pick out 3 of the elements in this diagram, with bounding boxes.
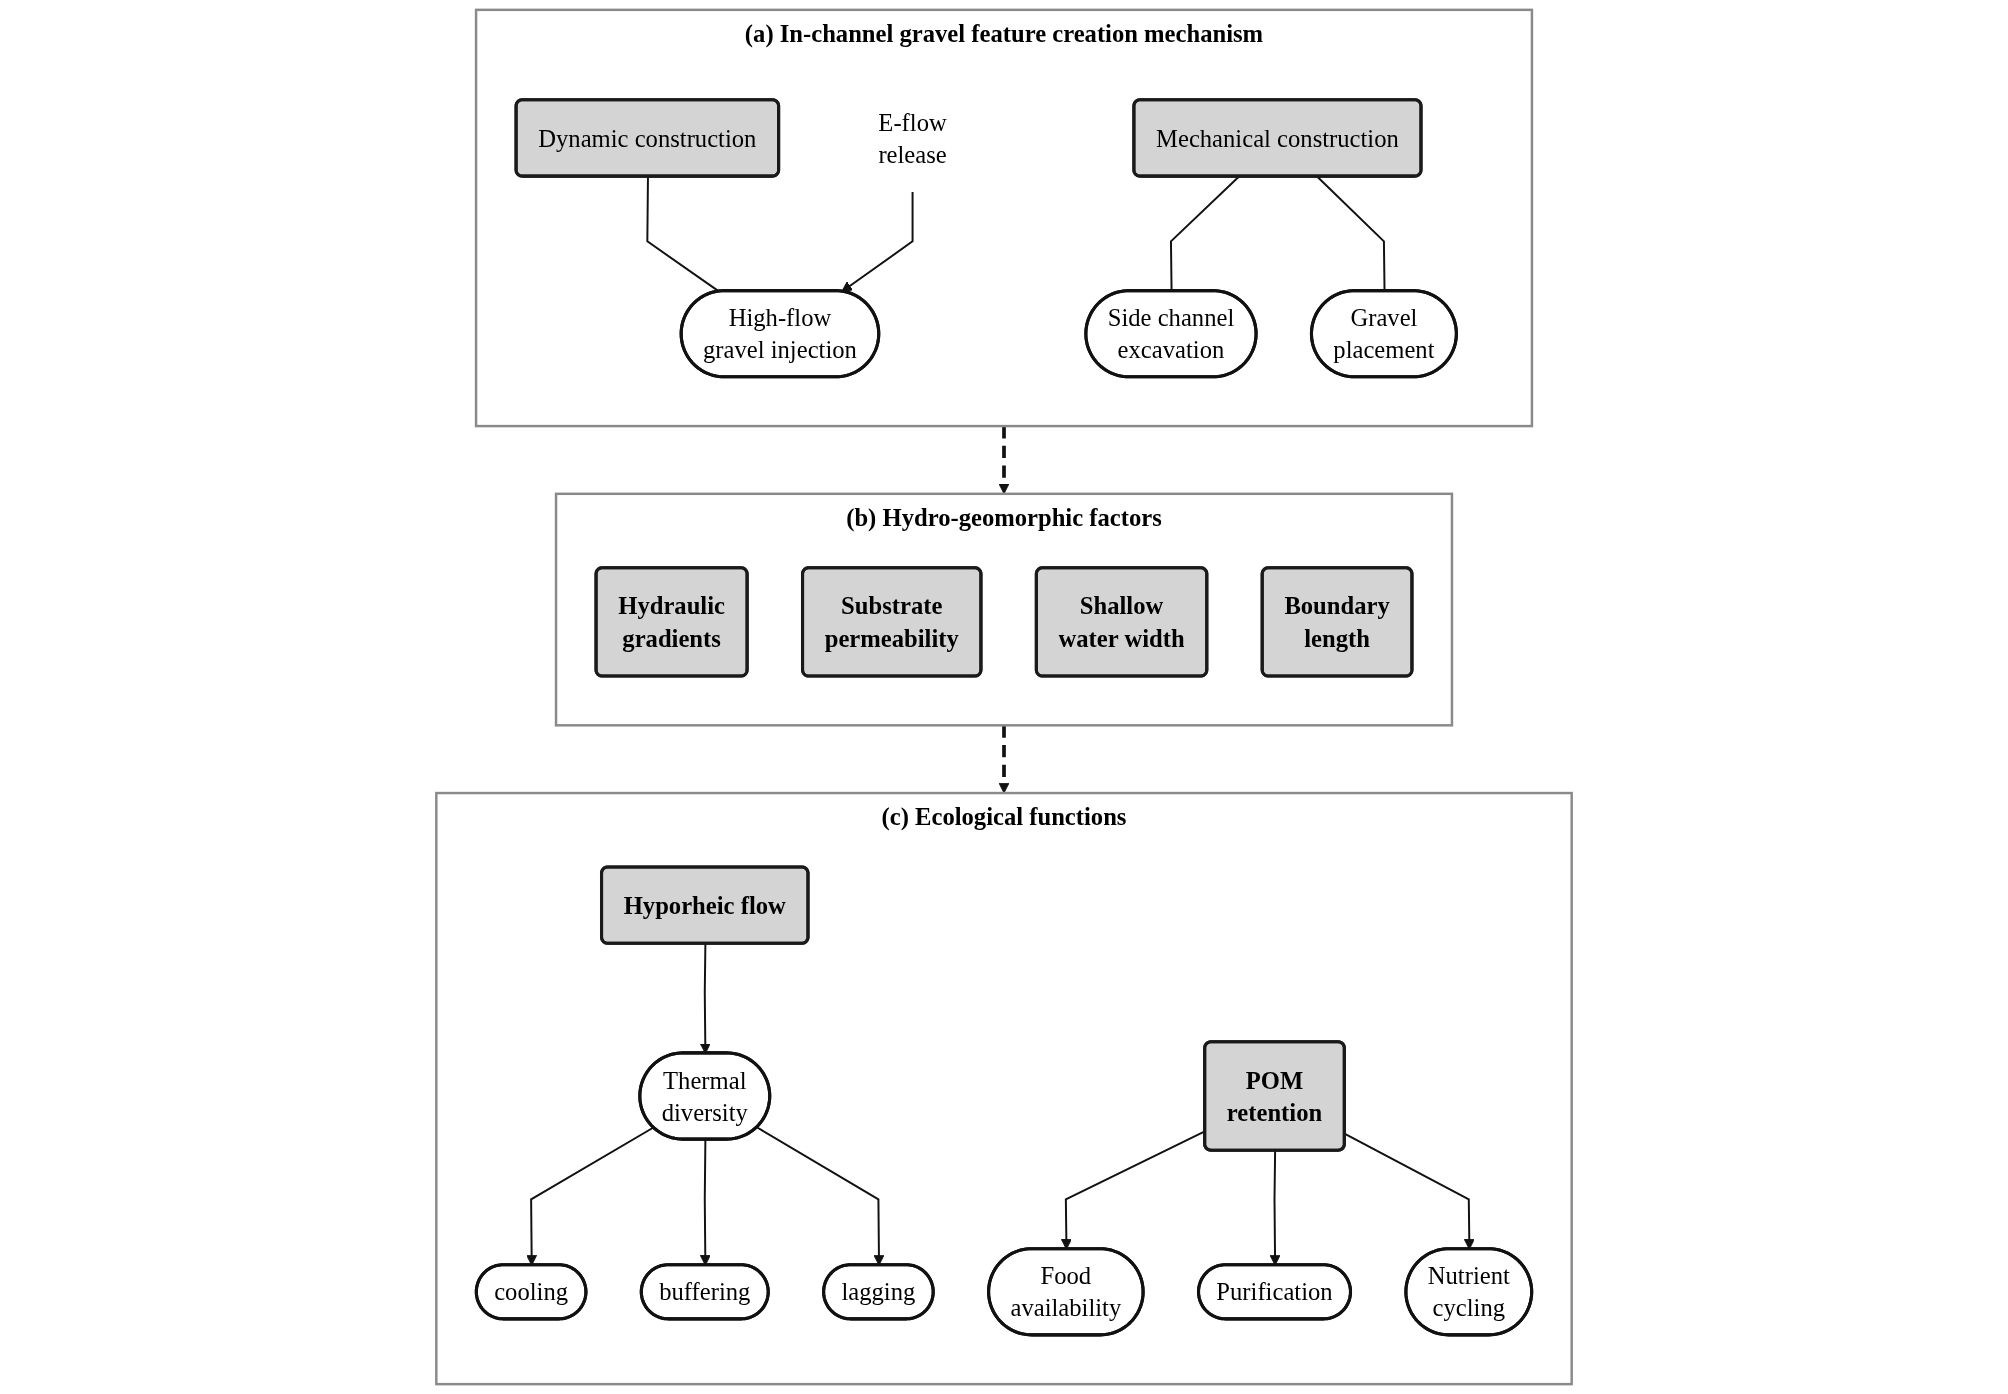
arrow	[841, 191, 914, 293]
node-text: E-flow release	[878, 108, 947, 168]
arrow	[998, 725, 1010, 794]
